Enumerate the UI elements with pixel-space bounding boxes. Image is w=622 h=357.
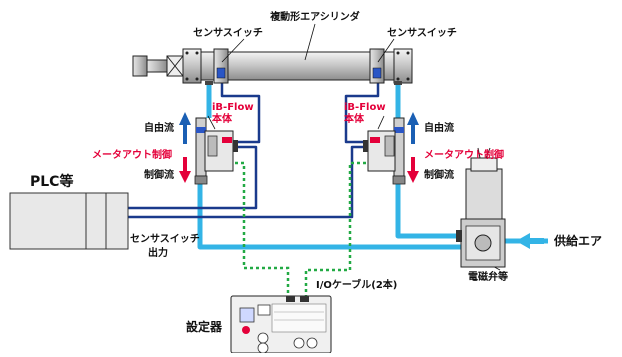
cylinder-label: 複動形エアシリンダ — [269, 10, 360, 23]
free-flow-left-label: 自由流 — [144, 121, 174, 134]
io-cables — [229, 161, 366, 298]
ibflow-left-label-1: iB-Flow — [212, 102, 254, 113]
sensor-switch-right-label: センサスイッチ — [387, 27, 457, 39]
io-cable-right — [304, 161, 366, 298]
control-flow-arrow-right — [407, 157, 419, 183]
sensor-switch-right — [369, 48, 385, 84]
sensor-switch-left-label: センサスイッチ — [193, 27, 263, 39]
io-cable-label: I/Oケーブル(2本) — [316, 278, 397, 291]
signal-lines — [128, 77, 380, 219]
setter-device — [230, 295, 332, 354]
plc-unit — [9, 192, 129, 250]
solenoid-valve-label: 電磁弁等 — [468, 270, 508, 283]
control-flow-arrow-left — [179, 157, 191, 183]
free-flow-arrow-left — [179, 112, 191, 144]
ibflow-left-label-2: 本体 — [212, 112, 233, 125]
solenoid-valve — [456, 147, 506, 268]
ibflow-unit-left — [194, 117, 238, 185]
free-flow-right-label: 自由流 — [424, 121, 454, 134]
ibflow-right-label-2: 本体 — [344, 112, 365, 125]
setter-label: 設定器 — [186, 319, 223, 334]
plc-label: PLC等 — [30, 173, 73, 190]
sensor-signal-left — [220, 77, 261, 144]
sensor-switch-left — [213, 48, 229, 84]
air-cylinder — [132, 48, 413, 85]
sensor-signal-right — [344, 77, 380, 144]
sensor-output-label-2: 出力 — [148, 246, 168, 259]
sensor-signal-left-out — [128, 145, 258, 210]
control-flow-left-label: 制御流 — [144, 168, 174, 181]
free-flow-arrow-right — [407, 112, 419, 144]
supply-air-label: 供給エア — [553, 233, 602, 248]
supply-air-arrow — [516, 233, 544, 249]
ibflow-right-label-1: iB-Flow — [344, 102, 386, 113]
meter-out-right-label: メータアウト制御 — [424, 148, 504, 161]
sensor-signal-right-out — [128, 145, 368, 219]
control-flow-right-label: 制御流 — [424, 168, 454, 181]
ibflow-unit-right — [363, 117, 406, 185]
meter-out-left-label: メータアウト制御 — [92, 148, 172, 161]
io-cable-left — [229, 161, 290, 298]
sensor-output-label-1: センサスイッチ — [130, 233, 200, 245]
